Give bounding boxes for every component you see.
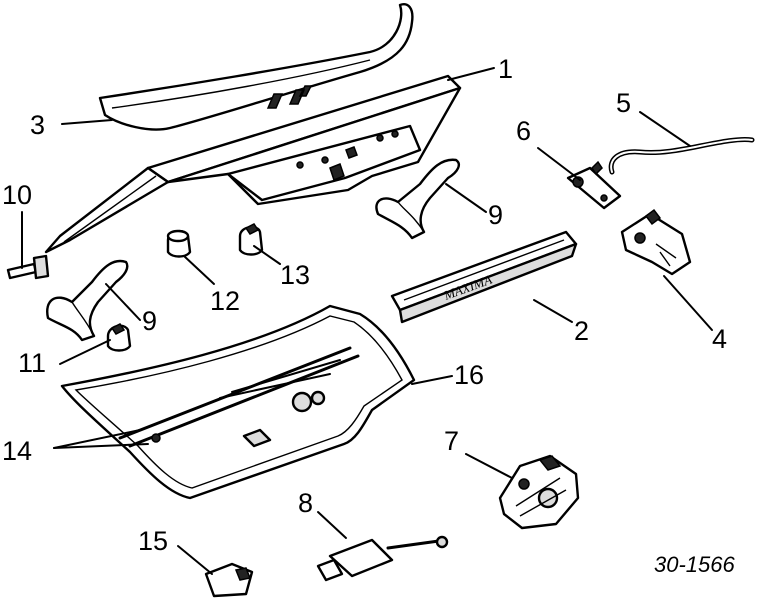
- callout-12: 12: [210, 286, 240, 316]
- callout-9-lower: 9: [142, 306, 157, 336]
- part-8-lock-cylinder: [316, 535, 449, 582]
- part-12-bumper: [166, 229, 192, 258]
- leader-15: [177, 545, 213, 575]
- callout-5: 5: [616, 88, 631, 118]
- callout-1: 1: [498, 54, 513, 84]
- part-9-hinge-upper: [375, 158, 460, 240]
- leader-5: [639, 111, 691, 147]
- leader-13: [253, 245, 281, 265]
- part-4-latch: [620, 208, 692, 276]
- callout-11: 11: [18, 348, 46, 378]
- part-11-clip: [106, 323, 132, 352]
- part-10-bolt: [6, 254, 50, 280]
- leader-14a: [53, 429, 141, 449]
- leader-1: [447, 67, 495, 81]
- leader-8: [317, 511, 347, 539]
- leader-7: [465, 453, 513, 479]
- part-1-trunk-lid: [44, 74, 462, 254]
- callout-9-upper: 9: [488, 200, 503, 230]
- leader-11: [59, 339, 111, 365]
- callout-labels: 1 2 3 4 5 6 7 8 9 9 10 11 12 13 14 15 16: [2, 54, 727, 556]
- leader-16: [411, 375, 453, 385]
- leader-12: [183, 255, 215, 285]
- reference-code: 30-1566: [654, 552, 736, 577]
- part-16-trim-panel: [60, 304, 416, 500]
- part-15-cylinder-cover: [204, 562, 254, 598]
- leader-14b: [53, 443, 149, 449]
- callout-2: 2: [574, 316, 589, 346]
- part-3-rear-spoiler: [98, 3, 414, 131]
- callout-3: 3: [30, 110, 45, 140]
- callout-7: 7: [444, 426, 459, 456]
- callout-10: 10: [2, 180, 32, 210]
- callout-6: 6: [516, 116, 531, 146]
- leader-9-upper: [445, 183, 487, 213]
- leader-6: [537, 147, 581, 181]
- part-6-bracket: [566, 160, 622, 210]
- part-5-release-cable: [608, 137, 755, 175]
- callout-4: 4: [712, 324, 727, 354]
- part-7-lock-assembly: [498, 454, 580, 530]
- callout-15: 15: [138, 526, 168, 556]
- leader-2: [533, 299, 573, 323]
- leader-lines: [21, 67, 713, 575]
- leader-9-lower: [105, 283, 141, 321]
- callout-14: 14: [2, 436, 32, 466]
- leader-4: [663, 275, 713, 331]
- callout-16: 16: [454, 360, 484, 390]
- leader-3: [61, 119, 113, 125]
- callout-8: 8: [298, 488, 313, 518]
- part-9-hinge-lower: [46, 259, 129, 342]
- callout-13: 13: [280, 260, 310, 290]
